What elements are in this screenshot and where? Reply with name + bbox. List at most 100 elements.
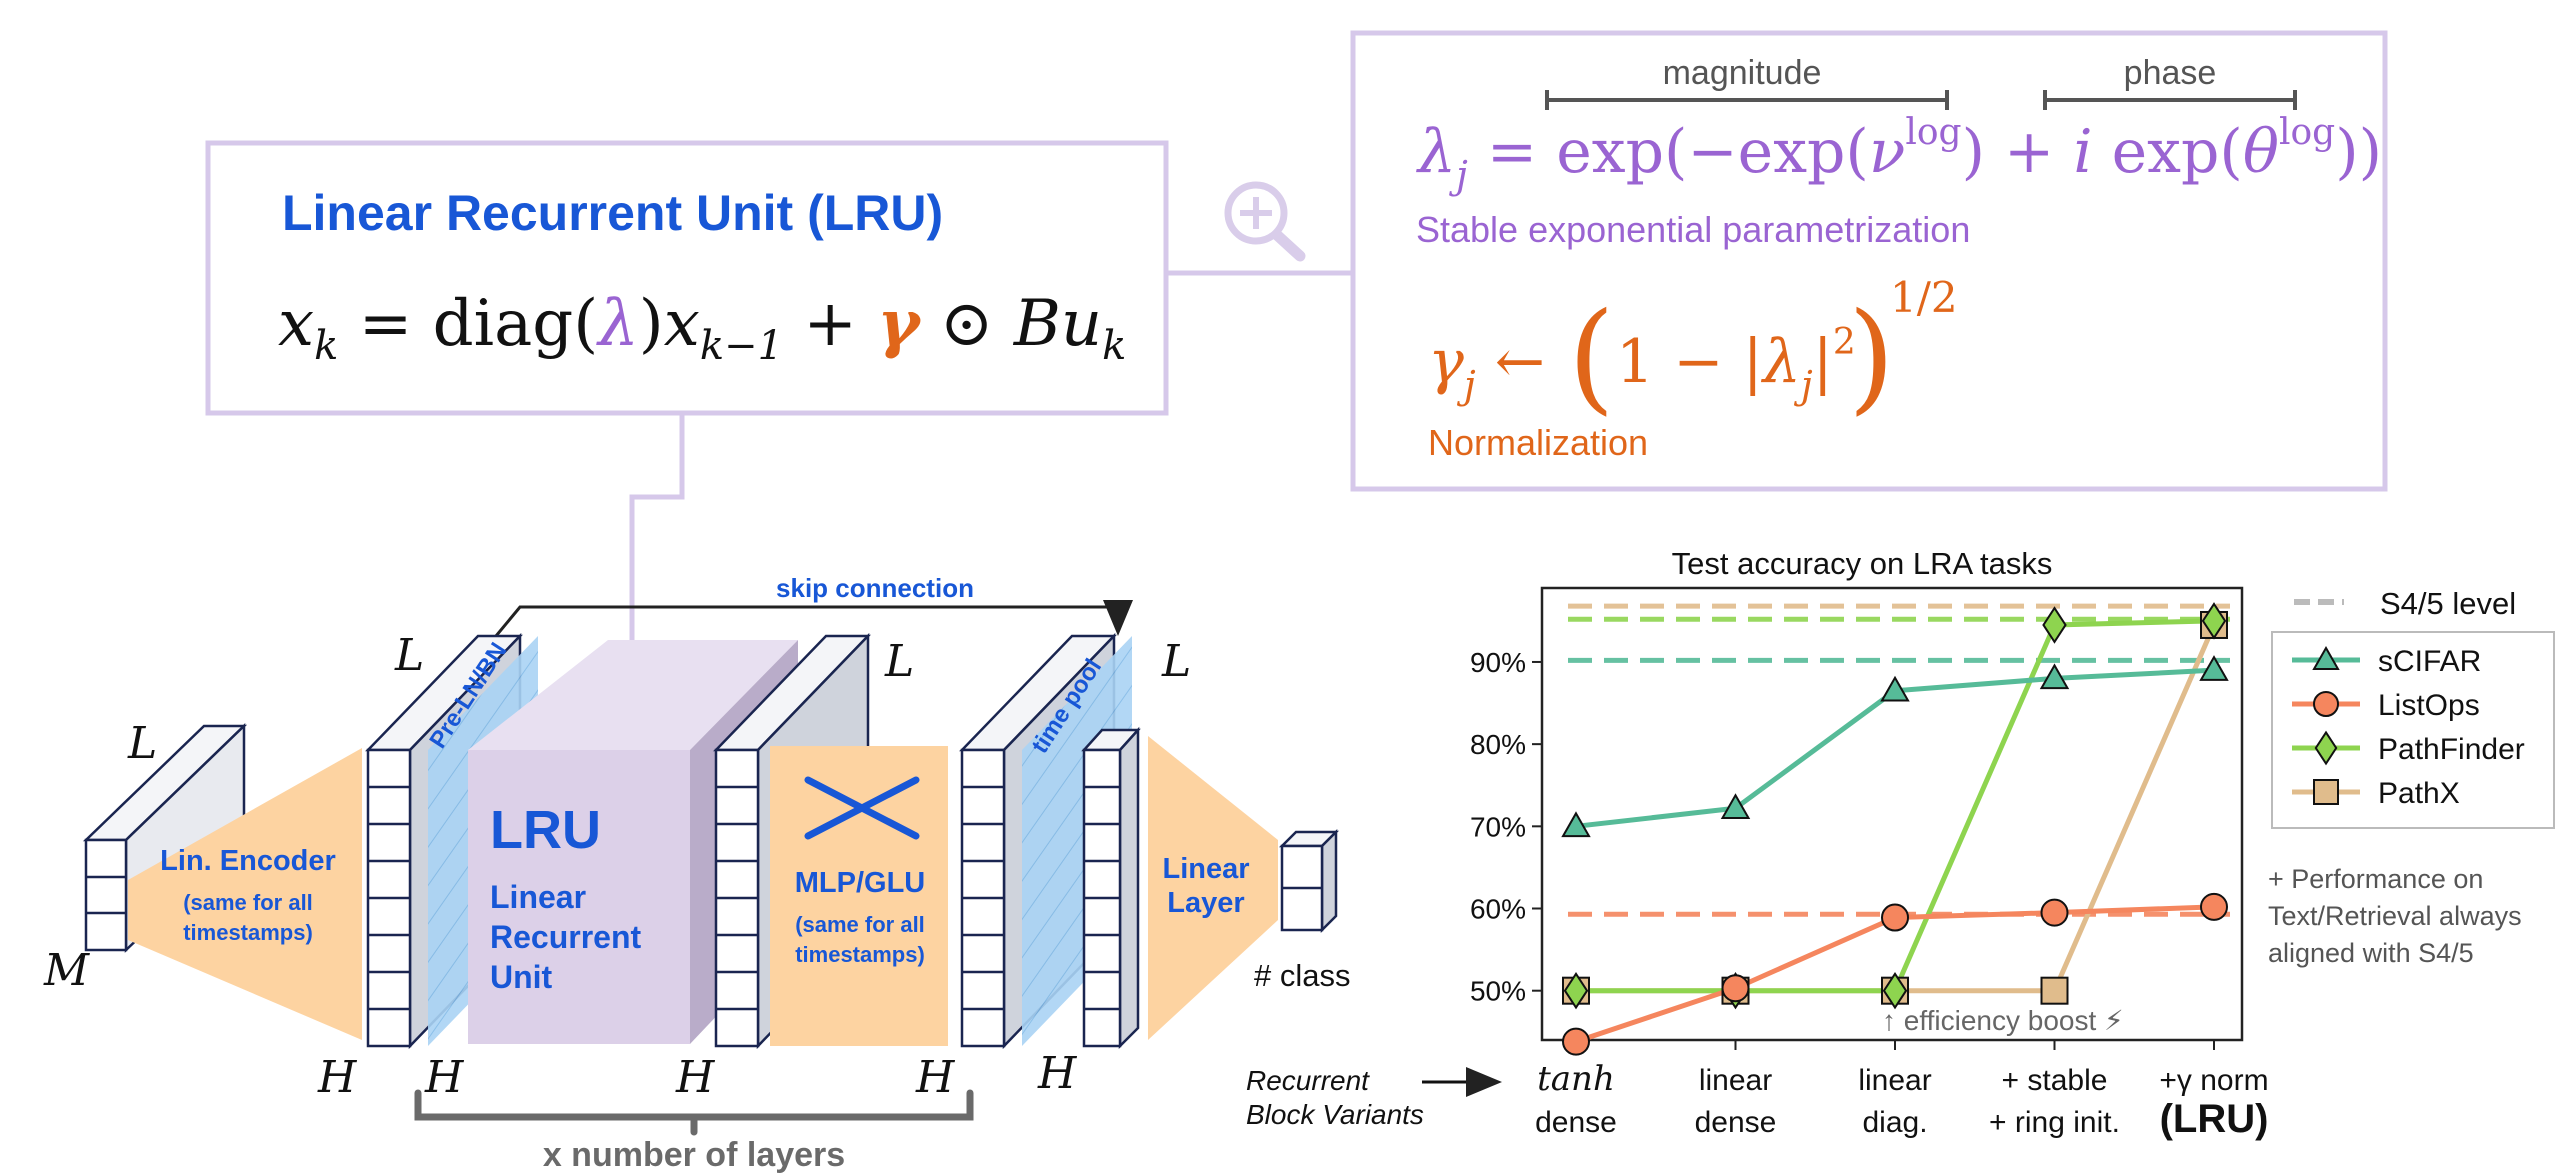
- x-ticks: tanh dense linear dense linear diag. + stable +…: [1535, 1040, 2269, 1141]
- legend-label: PathFinder: [2378, 733, 2525, 766]
- magnitude-bracket: [1545, 90, 1949, 110]
- side-note-line3: aligned with S4/5: [2268, 938, 2474, 968]
- y-tick-label: 70%: [1470, 811, 1526, 842]
- magnitude-label: magnitude: [1663, 54, 1822, 92]
- lambda-equation: λj = exp(−exp(νlog) + i exp(θlog)): [1416, 112, 2382, 197]
- skip-connection-arrow: [494, 600, 1133, 637]
- data-point: [2312, 645, 2340, 670]
- mlp-glu-block: [770, 746, 948, 1046]
- chart-plot-area: [1540, 586, 2244, 1042]
- x-tick-label: linear: [1858, 1064, 1931, 1097]
- data-point: [2042, 606, 2067, 644]
- data-point: [2201, 602, 2227, 640]
- phase-label: phase: [2124, 54, 2217, 92]
- mlp-sub1: (same for all: [795, 912, 925, 937]
- y-tick-label: 50%: [1470, 976, 1526, 1007]
- linear-layer-block: [1148, 736, 1278, 1040]
- data-point: [2200, 892, 2228, 921]
- label-L-input: L: [127, 718, 157, 769]
- markers-listops: [1562, 892, 2228, 1056]
- lru-equation-box: Linear Recurrent Unit (LRU) xk = diag(λ)…: [205, 140, 1169, 416]
- data-point: [1882, 971, 1908, 1010]
- gamma-exponent: 1/2: [1890, 273, 1958, 322]
- y-tick-label: 60%: [1470, 894, 1526, 925]
- label-H-1: H: [317, 1052, 358, 1103]
- data-point: [2313, 779, 2339, 805]
- data-point: [1881, 903, 1909, 932]
- label-H-3: H: [675, 1052, 716, 1103]
- label-L-stack2: L: [884, 636, 914, 687]
- y-ticks: 50% 60% 70% 80% 90%: [1470, 647, 1542, 1007]
- label-L-stack3: L: [1161, 636, 1191, 687]
- parametrization-box: magnitude phase λj = exp(−exp(νlog) + i …: [1350, 30, 2388, 492]
- data-point: [2039, 663, 2070, 690]
- y-tick-label: 90%: [1470, 647, 1526, 678]
- side-note-line2: Text/Retrieval always: [2268, 901, 2522, 931]
- legend-label: PathX: [2378, 777, 2460, 810]
- gamma-paren-right: ): [1848, 288, 1895, 427]
- x-tick-label: linear: [1699, 1064, 1772, 1097]
- label-H-4: H: [915, 1052, 956, 1103]
- y-tick-label: 80%: [1470, 729, 1526, 760]
- data-point: [1562, 1027, 1590, 1056]
- lru-line1: Linear: [490, 879, 586, 915]
- encoder-sub2: timestamps): [183, 920, 313, 945]
- x-tick-label: dense: [1535, 1106, 1617, 1139]
- chart-series: [1561, 602, 2229, 1056]
- data-point: [1721, 974, 1750, 1003]
- data-point: [1880, 675, 1910, 702]
- normalization-caption: Normalization: [1428, 422, 1648, 463]
- gamma-equation: γj ←: [1428, 327, 1545, 407]
- data-point: [1720, 793, 1751, 819]
- pooled-stack: [1081, 726, 1141, 1050]
- legend-label: ListOps: [2378, 689, 2480, 722]
- side-note: + Performance on Text/Retrieval always a…: [2268, 864, 2522, 968]
- data-point: [1563, 971, 1589, 1010]
- gamma-equation-inner: 1 − |λj|2: [1616, 322, 1856, 407]
- x-tick-label: + stable: [2002, 1064, 2108, 1097]
- label-H-2: H: [424, 1052, 465, 1103]
- x-tick-label: (LRU): [2160, 1097, 2269, 1141]
- mlp-title: MLP/GLU: [795, 867, 926, 899]
- x-tick-label: + ring init.: [1989, 1106, 2120, 1139]
- zoom-in-icon: [1224, 181, 1306, 262]
- label-M: M: [43, 945, 90, 996]
- stable-caption: Stable exponential parametrization: [1416, 209, 1970, 250]
- lru-big-label: LRU: [490, 800, 601, 860]
- data-point: [2314, 730, 2338, 766]
- data-point: [2199, 655, 2229, 681]
- architecture-diagram: skip connection L M Lin. Encoder (same f…: [43, 573, 1350, 1174]
- xaxis-lead-line1: Recurrent: [1246, 1065, 1370, 1096]
- mlp-sub2: timestamps): [795, 942, 925, 967]
- side-note-line1: + Performance on: [2268, 864, 2483, 894]
- skip-connection-label: skip connection: [776, 573, 974, 603]
- chart-title: Test accuracy on LRA tasks: [1672, 546, 2053, 581]
- x-tick-label: tanh: [1537, 1059, 1615, 1099]
- gamma-paren-left: (: [1568, 288, 1615, 427]
- class-label: # class: [1254, 958, 1350, 993]
- legend-level-label: S4/5 level: [2380, 586, 2516, 621]
- markers-scifar: [1561, 655, 2229, 838]
- linear-encoder-block: [128, 748, 362, 1040]
- connector-lines: [629, 270, 1353, 700]
- phase-bracket: [2043, 90, 2297, 110]
- x-tick-label: dense: [1695, 1106, 1777, 1139]
- efficiency-note: ↑ efficiency boost ⚡: [1882, 1005, 2124, 1036]
- x-tick-label: +γ norm: [2159, 1064, 2268, 1097]
- linear-layer-line2: Layer: [1167, 887, 1244, 919]
- layers-bracket: [414, 1089, 974, 1136]
- linear-layer-line1: Linear: [1162, 853, 1249, 885]
- lru-line3: Unit: [490, 959, 553, 995]
- lru-line2: Recurrent: [490, 919, 642, 955]
- encoder-sub1: (same for all: [183, 890, 313, 915]
- accuracy-chart: Test accuracy on LRA tasks 50% 60% 70% 80% 9…: [1246, 546, 2555, 1141]
- xaxis-lead-line2: Block Variants: [1246, 1099, 1424, 1130]
- data-point: [2313, 691, 2339, 717]
- s45-level-lines: [1568, 603, 2230, 917]
- encoder-title: Lin. Encoder: [160, 845, 336, 877]
- data-point: [2040, 898, 2069, 927]
- x-tick-label: diag.: [1862, 1106, 1927, 1139]
- label-H-5: H: [1037, 1048, 1078, 1099]
